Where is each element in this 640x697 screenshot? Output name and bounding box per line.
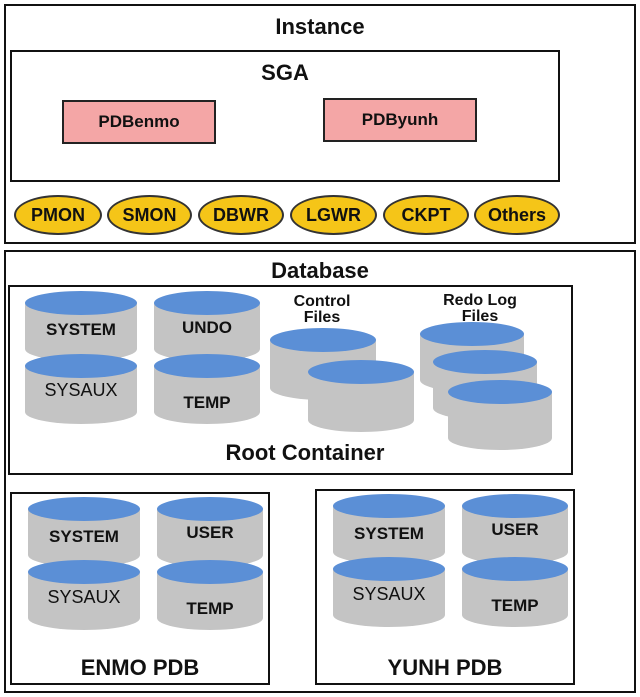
control-files-label: Control Files <box>293 293 351 326</box>
process-smon: SMON <box>107 195 192 235</box>
root-undo-cylinder <box>154 291 260 361</box>
redo-log-files-label: Redo Log Files <box>443 292 517 325</box>
enmo-temp-label: TEMP <box>186 599 234 618</box>
sga-pdb-yunh: PDByunh <box>323 98 477 142</box>
root-sysaux-cylinder <box>25 354 137 424</box>
root-system-cylinder <box>25 291 137 361</box>
yunh-pdb-title: YUNH PDB <box>387 655 503 680</box>
root-undo-label: UNDO <box>181 318 233 337</box>
enmo-user-label: USER <box>186 523 234 542</box>
sga-title: SGA <box>261 60 309 85</box>
process-dbwr: DBWR <box>198 195 284 235</box>
root-temp-cylinder <box>154 354 260 424</box>
process-lgwr: LGWR <box>290 195 377 235</box>
yunh-temp-cylinder <box>462 557 568 627</box>
database-title: Database <box>271 258 369 283</box>
root-system-label: SYSTEM <box>46 320 116 339</box>
process-ckpt: CKPT <box>383 195 469 235</box>
enmo-sysaux-label: SYSAUX <box>47 587 121 607</box>
enmo-system-label: SYSTEM <box>49 527 119 546</box>
enmo-system-cylinder <box>28 497 140 567</box>
yunh-user-label: USER <box>491 520 539 539</box>
root-container-title: Root Container <box>225 440 385 465</box>
enmo-pdb-title: ENMO PDB <box>80 655 200 680</box>
redo-log-cylinder-3 <box>448 380 552 450</box>
root-sysaux-label: SYSAUX <box>44 380 118 400</box>
instance-title: Instance <box>275 14 365 39</box>
yunh-sysaux-cylinder <box>333 557 445 627</box>
process-pmon: PMON <box>14 195 102 235</box>
sga-pdb-enmo: PDBenmo <box>62 100 216 144</box>
yunh-temp-label: TEMP <box>491 596 539 615</box>
enmo-sysaux-cylinder <box>28 560 140 630</box>
process-others: Others <box>474 195 560 235</box>
yunh-user-cylinder <box>462 494 568 564</box>
enmo-temp-cylinder <box>157 560 263 630</box>
enmo-user-cylinder <box>157 497 263 567</box>
root-temp-label: TEMP <box>183 393 231 412</box>
yunh-sysaux-label: SYSAUX <box>352 584 426 604</box>
yunh-system-label: SYSTEM <box>354 524 424 543</box>
control-file-cylinder-2 <box>308 360 414 432</box>
yunh-system-cylinder <box>333 494 445 564</box>
